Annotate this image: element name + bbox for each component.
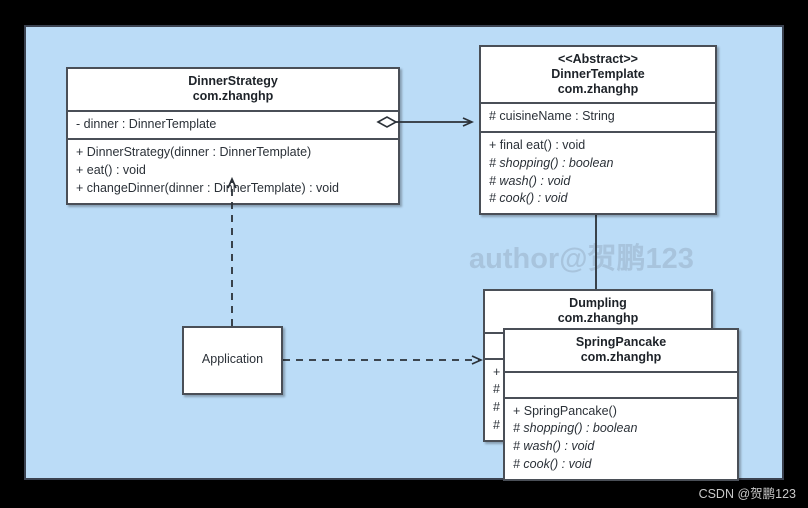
operation-row: # shopping() : boolean xyxy=(489,155,614,170)
operation-row: # xyxy=(493,417,500,432)
attributes-compartment: - dinner : DinnerTemplate xyxy=(68,112,398,141)
class-box-dinnerstrategy[interactable]: DinnerStrategy com.zhanghp - dinner : Di… xyxy=(66,67,400,205)
class-package: com.zhanghp xyxy=(192,88,274,103)
operation-row: # cook() : void xyxy=(489,191,568,206)
operation-row: + DinnerStrategy(dinner : DinnerTemplate… xyxy=(76,145,312,160)
csdn-credit: CSDN @贺鹏123 xyxy=(698,487,796,501)
class-header-dinnerstrategy: DinnerStrategy com.zhanghp xyxy=(68,69,398,112)
operation-row: # xyxy=(493,400,500,414)
class-name: SpringPancake xyxy=(575,335,667,349)
operation-row: + SpringPancake() xyxy=(513,403,617,418)
operations-compartment: + # # # xyxy=(485,360,711,440)
class-name: Dumpling xyxy=(569,296,627,310)
operation-row: # wash() : void xyxy=(489,173,571,188)
class-box-application[interactable]: Application xyxy=(182,326,283,395)
class-package: com.zhanghp xyxy=(580,349,662,364)
class-header-dinnertemplate: <<Abstract>> DinnerTemplate com.zhanghp xyxy=(481,47,715,105)
operation-row: # shopping() : boolean xyxy=(513,421,638,436)
attribute-row: # cuisineName : String xyxy=(489,109,615,124)
attribute-row: - dinner : DinnerTemplate xyxy=(76,116,217,131)
class-stereotype: <<Abstract>> xyxy=(558,52,638,66)
diagram-canvas: author@贺鹏123 DinnerStrategy com.zhanghp … xyxy=(24,25,784,481)
watermark-text: author@贺鹏123 xyxy=(469,243,694,275)
operation-row: # xyxy=(493,382,500,397)
operation-row: + xyxy=(493,364,501,379)
operation-row: # cook() : void xyxy=(513,456,592,471)
class-header-springpancake: SpringPancake com.zhanghp xyxy=(505,330,737,373)
class-box-dinnertemplate[interactable]: <<Abstract>> DinnerTemplate com.zhanghp … xyxy=(479,45,717,215)
class-name: DinnerTemplate xyxy=(551,66,645,81)
class-name: Application xyxy=(201,352,264,366)
operations-compartment: + DinnerStrategy(dinner : DinnerTemplate… xyxy=(68,140,398,202)
class-name: DinnerStrategy xyxy=(188,74,278,88)
operations-compartment: + final eat() : void # shopping() : bool… xyxy=(481,133,715,213)
operation-row: + eat() : void xyxy=(76,163,146,177)
attributes-compartment: # cuisineName : String xyxy=(481,104,715,133)
attributes-compartment xyxy=(505,373,737,399)
operation-row: # wash() : void xyxy=(513,439,595,453)
class-box-springpancake[interactable]: SpringPancake com.zhanghp + SpringPancak… xyxy=(503,328,739,481)
class-package: com.zhanghp xyxy=(557,81,639,96)
class-package: com.zhanghp xyxy=(557,310,639,325)
operation-row: + changeDinner(dinner : DinnerTemplate) … xyxy=(76,180,339,195)
operation-row: + final eat() : void xyxy=(489,138,586,152)
operations-compartment: + SpringPancake() # shopping() : boolean… xyxy=(505,399,737,479)
